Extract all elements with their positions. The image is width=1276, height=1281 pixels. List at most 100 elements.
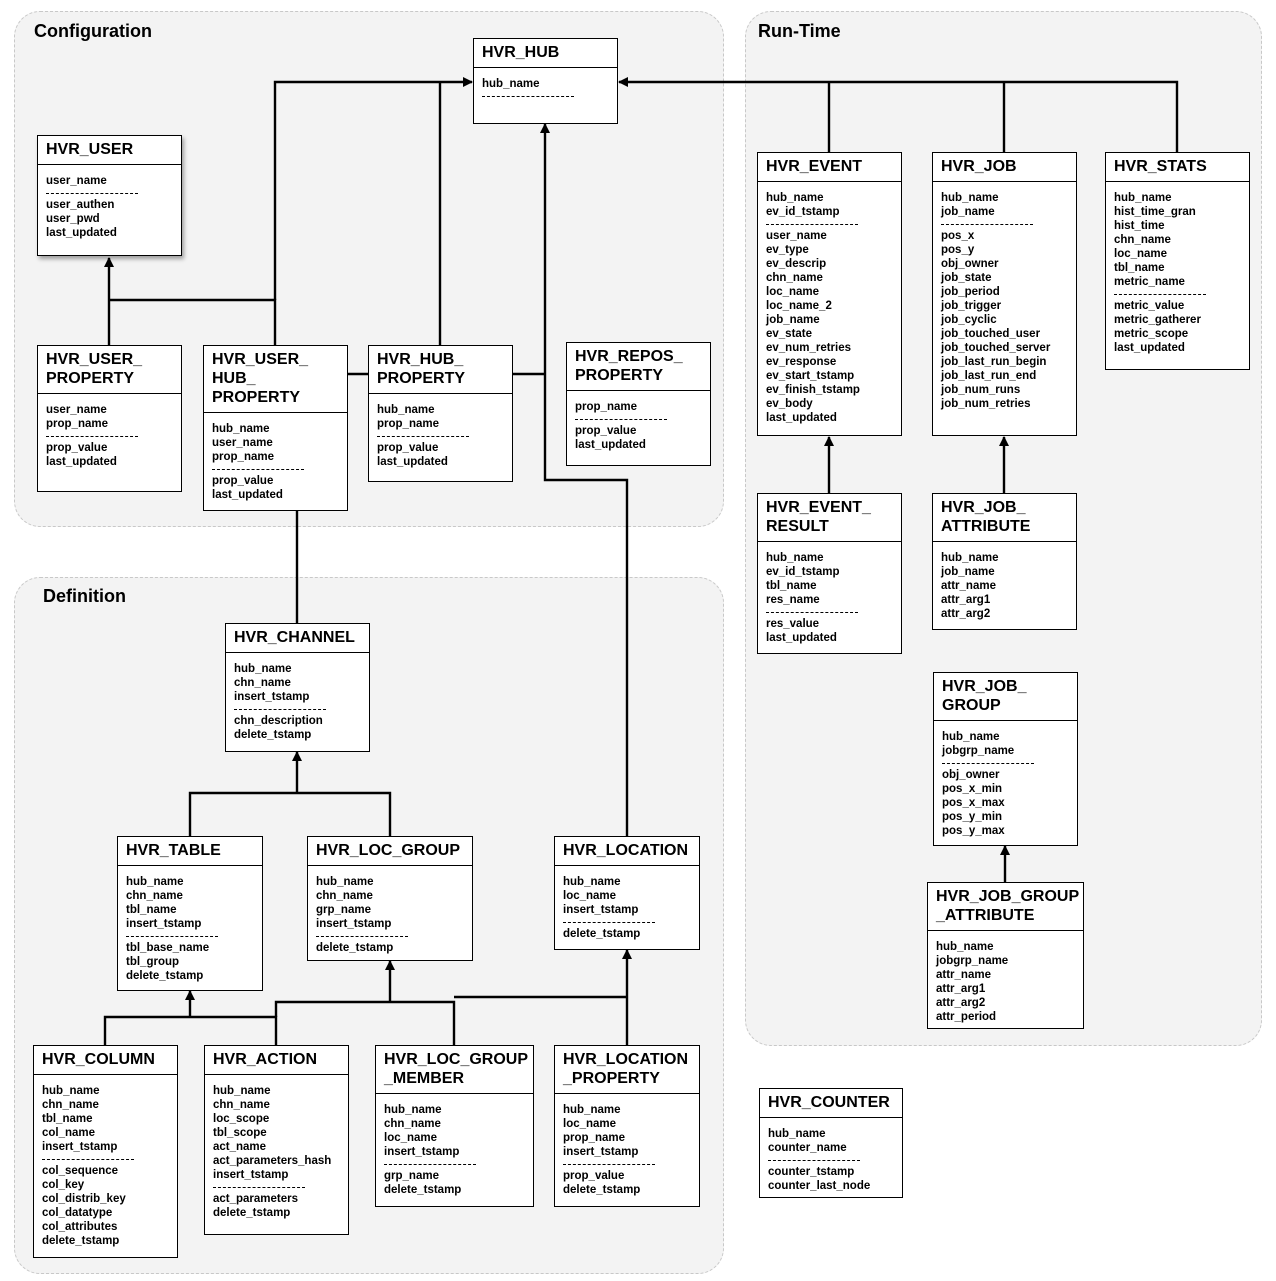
key-separator xyxy=(942,763,1034,764)
field: ev_start_tstamp xyxy=(766,370,855,382)
field: hub_name xyxy=(316,876,374,888)
field: hub_name xyxy=(212,423,270,435)
entity-title: HVR_ACTION xyxy=(205,1046,348,1075)
entity-hvr-job-group-attribute[interactable]: HVR_JOB_GROUP _ATTRIBUTE hub_name jobgrp_n… xyxy=(927,882,1084,1029)
field: prop_value xyxy=(575,425,637,437)
key-separator xyxy=(126,936,218,937)
field: res_name xyxy=(766,594,820,606)
entity-fields: prop_name prop_value last_updated xyxy=(567,391,710,458)
entity-title: HVR_HUB_ PROPERTY xyxy=(369,346,512,394)
field: chn_name xyxy=(384,1118,441,1130)
field: prop_name xyxy=(377,418,439,430)
field: hub_name xyxy=(941,192,999,204)
key-separator xyxy=(768,1160,860,1161)
field: jobgrp_name xyxy=(942,745,1015,757)
field: ev_num_retries xyxy=(766,342,852,354)
field: ev_id_tstamp xyxy=(766,206,840,218)
field: ev_response xyxy=(766,356,837,368)
entity-title: HVR_HUB xyxy=(474,39,617,68)
field: prop_value xyxy=(212,475,274,487)
field: hub_name xyxy=(563,1104,621,1116)
field: insert_tstamp xyxy=(126,918,202,930)
field: jobgrp_name xyxy=(936,955,1009,967)
field: delete_tstamp xyxy=(563,1184,641,1196)
field: chn_name xyxy=(316,890,373,902)
field: chn_name xyxy=(1114,234,1171,246)
field: metric_gatherer xyxy=(1114,314,1201,326)
key-separator xyxy=(234,709,326,710)
field: delete_tstamp xyxy=(42,1235,120,1247)
entity-title: HVR_COLUMN xyxy=(34,1046,177,1075)
field: ev_state xyxy=(766,328,813,340)
field: job_touched_user xyxy=(941,328,1041,340)
field: tbl_name xyxy=(1114,262,1165,274)
field: job_name xyxy=(941,566,995,578)
field: pos_y xyxy=(941,244,975,256)
field: ev_type xyxy=(766,244,809,256)
field: metric_value xyxy=(1114,300,1185,312)
key-separator xyxy=(941,224,1033,225)
field: insert_tstamp xyxy=(384,1146,460,1158)
field: prop_name xyxy=(575,401,637,413)
link-action-to-loc-group xyxy=(274,1000,390,1017)
field: col_key xyxy=(42,1179,85,1191)
field: job_num_retries xyxy=(941,398,1031,410)
field: loc_name_2 xyxy=(766,300,832,312)
field: col_datatype xyxy=(42,1207,113,1219)
field: chn_name xyxy=(42,1099,99,1111)
entity-title: HVR_USER_ HUB_ PROPERTY xyxy=(204,346,347,413)
field: job_last_run_begin xyxy=(941,356,1047,368)
field: delete_tstamp xyxy=(384,1184,462,1196)
field: loc_name xyxy=(384,1132,438,1144)
field: job_name xyxy=(941,206,995,218)
field: attr_arg2 xyxy=(936,997,986,1009)
field: job_period xyxy=(941,286,1000,298)
field: job_trigger xyxy=(941,300,1002,312)
entity-title: HVR_JOB_GROUP _ATTRIBUTE xyxy=(928,883,1083,931)
field: delete_tstamp xyxy=(213,1207,291,1219)
key-separator xyxy=(1114,294,1206,295)
field: hub_name xyxy=(941,552,999,564)
field: insert_tstamp xyxy=(42,1141,118,1153)
key-separator xyxy=(213,1187,305,1188)
field: hub_name xyxy=(936,941,994,953)
field: col_attributes xyxy=(42,1221,118,1233)
field: last_updated xyxy=(766,412,837,424)
field: counter_last_node xyxy=(768,1180,871,1192)
field: last_updated xyxy=(575,439,646,451)
field: prop_name xyxy=(212,451,274,463)
field: chn_name xyxy=(766,272,823,284)
field: col_sequence xyxy=(42,1165,119,1177)
link-location-to-hub xyxy=(540,123,629,837)
